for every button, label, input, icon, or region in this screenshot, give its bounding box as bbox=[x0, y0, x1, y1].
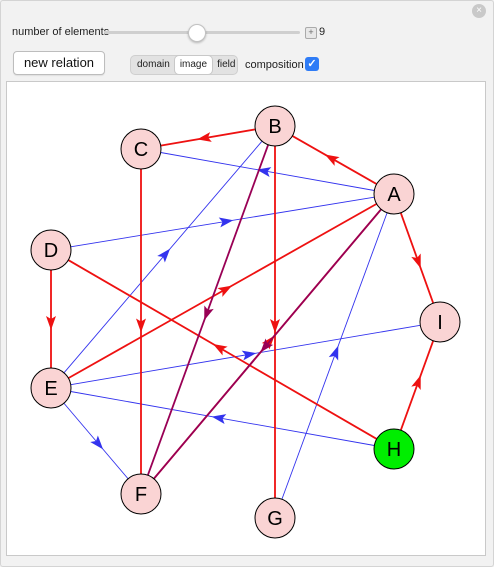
node-label: C bbox=[134, 139, 148, 161]
node-d[interactable]: D bbox=[30, 229, 72, 271]
node-label: H bbox=[387, 439, 401, 461]
relation-edge-b-c bbox=[160, 128, 256, 147]
node-i[interactable]: I bbox=[419, 301, 461, 343]
composition-label: composition bbox=[245, 59, 304, 71]
node-circle[interactable] bbox=[254, 497, 296, 539]
composition-arrow-e-i bbox=[241, 350, 257, 361]
node-circle[interactable] bbox=[30, 229, 72, 271]
composition-edge-a-c bbox=[160, 152, 375, 191]
view-option-field[interactable]: field bbox=[217, 59, 236, 70]
composition-checkbox[interactable]: ✓ bbox=[305, 57, 319, 71]
composition-edge-d-a bbox=[70, 196, 375, 248]
node-circle[interactable] bbox=[120, 473, 162, 515]
close-icon[interactable]: × bbox=[472, 4, 486, 18]
composition-arrow-a-c bbox=[256, 167, 272, 177]
slider-thumb[interactable] bbox=[188, 24, 207, 42]
plus-icon[interactable]: + bbox=[305, 27, 317, 39]
node-b[interactable]: B bbox=[254, 105, 296, 147]
node-circle[interactable] bbox=[30, 367, 72, 409]
composition-arrow-e-f bbox=[90, 435, 104, 450]
node-g[interactable]: G bbox=[254, 497, 296, 539]
view-option-domain[interactable]: domain bbox=[137, 59, 170, 70]
graph-panel: A B C D E F G H I bbox=[6, 81, 486, 556]
node-label: E bbox=[44, 378, 57, 400]
relation-arrow-b-c bbox=[197, 132, 212, 142]
node-c[interactable]: C bbox=[120, 128, 162, 170]
composition-arrow-g-a bbox=[328, 345, 339, 361]
node-label: D bbox=[44, 240, 58, 262]
relation-arrow-c-f bbox=[136, 318, 146, 333]
node-label: B bbox=[268, 116, 281, 138]
node-circle[interactable] bbox=[254, 105, 296, 147]
node-circle[interactable] bbox=[120, 128, 162, 170]
overlap-arrow-a-f bbox=[260, 338, 274, 353]
node-circle[interactable] bbox=[419, 301, 461, 343]
relation-arrow-d-e bbox=[46, 316, 56, 330]
composition-arrow-d-a bbox=[218, 217, 234, 228]
relation-arrow-a-i bbox=[411, 253, 421, 269]
relation-arrow-h-i bbox=[411, 375, 421, 391]
relation-edge-h-d bbox=[67, 259, 378, 440]
node-circle[interactable] bbox=[373, 173, 415, 215]
node-label: A bbox=[387, 184, 401, 206]
overlap-arrow-b-f bbox=[204, 305, 214, 321]
new-relation-button[interactable]: new relation bbox=[13, 51, 105, 75]
composition-edge-g-a bbox=[281, 212, 388, 500]
node-a[interactable]: A bbox=[373, 173, 415, 215]
node-label: I bbox=[437, 312, 443, 334]
relation-arrow-e-a bbox=[217, 285, 233, 297]
view-selector: domain image field bbox=[130, 55, 238, 75]
node-e[interactable]: E bbox=[30, 367, 72, 409]
relation-edge-e-a bbox=[67, 203, 378, 379]
node-label: F bbox=[135, 484, 147, 506]
relation-graph: A B C D E F G H I bbox=[30, 105, 461, 539]
relation-arrow-b-g bbox=[270, 319, 280, 333]
element-count-value: 9 bbox=[319, 26, 326, 38]
slider-fill bbox=[104, 31, 197, 34]
node-f[interactable]: F bbox=[120, 473, 162, 515]
composition-arrow-e-b bbox=[157, 248, 171, 263]
node-h[interactable]: H bbox=[373, 428, 415, 470]
relation-arrow-h-d bbox=[212, 343, 228, 356]
relation-arrow-a-b bbox=[324, 154, 340, 166]
element-count-label: number of elements bbox=[12, 26, 110, 38]
node-circle[interactable] bbox=[373, 428, 415, 470]
composition-arrow-h-e bbox=[211, 414, 227, 424]
view-option-image[interactable]: image bbox=[174, 56, 213, 74]
node-label: G bbox=[267, 508, 283, 530]
